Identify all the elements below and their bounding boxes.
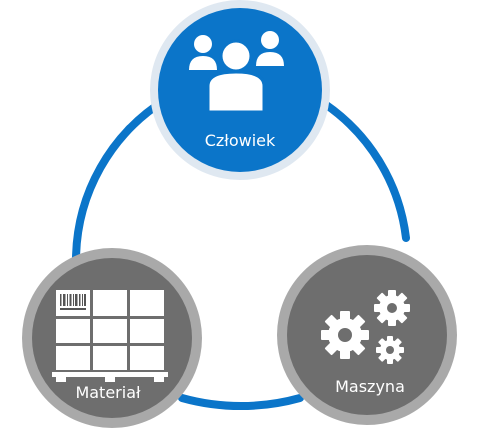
gear-medium-icon: [374, 290, 410, 326]
node-material: Materiał: [22, 248, 202, 428]
arc-material-machine: [178, 394, 304, 411]
pallet-boxes-icon: [52, 290, 168, 382]
connecting-ring: [72, 96, 410, 411]
arc-human-material: [72, 96, 169, 262]
node-machine: Maszyna: [277, 245, 457, 425]
arc-human-machine: [321, 100, 410, 242]
gear-small-icon: [376, 336, 404, 364]
gear-large-icon: [321, 311, 369, 359]
node-human-label: Człowiek: [205, 131, 276, 150]
node-human: Człowiek: [150, 0, 330, 180]
node-machine-label: Maszyna: [335, 377, 405, 396]
barcode-icon: [60, 294, 86, 310]
gears-icon: [321, 290, 410, 364]
people-icon: [189, 31, 284, 114]
node-material-label: Materiał: [75, 383, 141, 402]
